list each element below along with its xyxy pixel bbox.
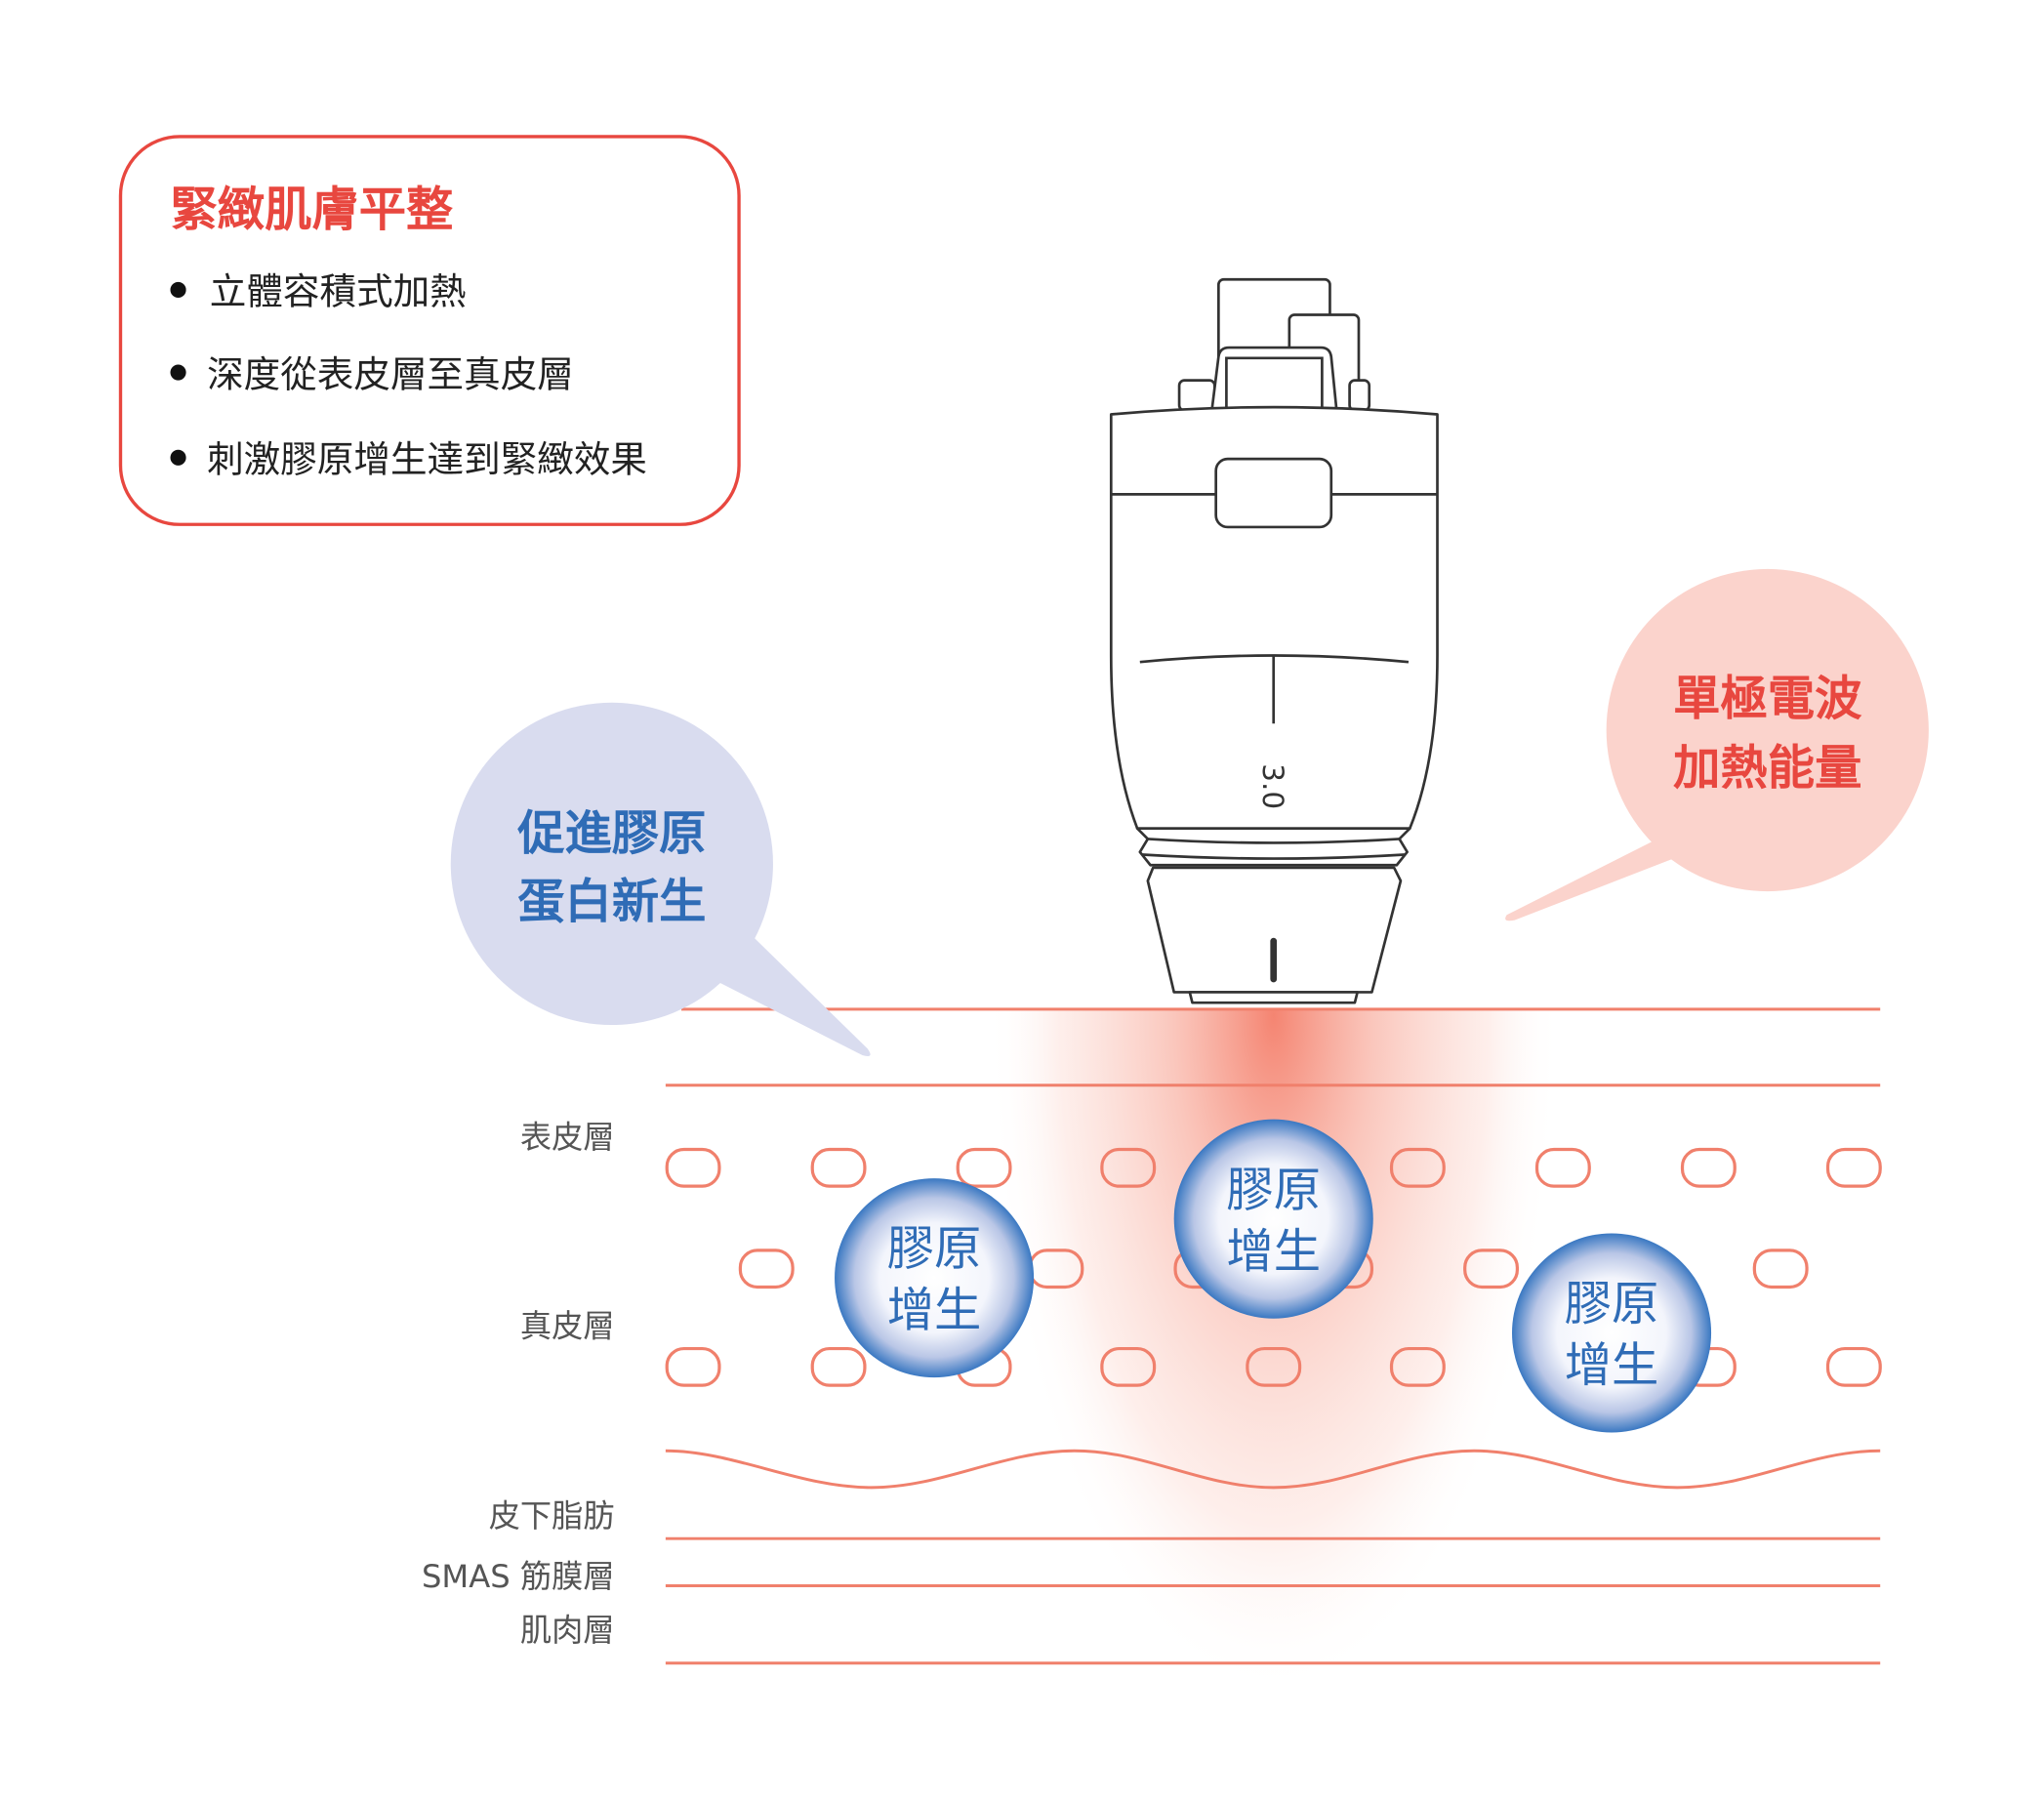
bullet-item: 刺激膠原增生達到緊緻效果 (207, 438, 647, 481)
skin-cell (1463, 1248, 1520, 1289)
collagen-bubble-line2: 增生 (1226, 1224, 1321, 1279)
label-epidermis: 表皮層 (520, 1119, 615, 1156)
skin-cell (1389, 1147, 1446, 1188)
skin-cell (1100, 1147, 1157, 1188)
bullet-item: 深度從表皮層至真皮層 (207, 352, 574, 395)
collagen-bubble-line2: 增生 (887, 1284, 982, 1338)
skin-layers (665, 1007, 1881, 1665)
collagen-bubble-line1: 膠原 (887, 1222, 982, 1277)
skin-cell (1100, 1346, 1157, 1387)
rf-handpiece-device: 3.0 (1109, 277, 1439, 1004)
collagen-bubble-line2: 增生 (1565, 1338, 1659, 1393)
skin-cell (665, 1147, 721, 1188)
skin-cell (810, 1147, 867, 1188)
collagen-bubble-line1: 膠原 (1565, 1277, 1659, 1331)
skin-cell (1825, 1147, 1882, 1188)
callout-collagen-line2: 蛋白新生 (517, 875, 706, 929)
collagen-bubble: 膠原 增生 (1173, 1119, 1373, 1319)
depth-label: 3.0 (1256, 763, 1289, 809)
bullet-dot (170, 449, 186, 466)
skin-cell (1534, 1147, 1591, 1188)
skin-cell (1752, 1248, 1809, 1289)
label-dermis: 真皮層 (520, 1307, 615, 1344)
callout-collagen-line1: 促進膠原 (516, 806, 706, 861)
label-subcutaneous-fat: 皮下脂肪 (489, 1497, 615, 1535)
skin-cell (1246, 1346, 1302, 1387)
fat-wave-line (665, 1449, 1881, 1490)
label-smas: SMAS 筋膜層 (422, 1558, 615, 1595)
skin-cell (1389, 1346, 1446, 1387)
skin-cell (810, 1346, 867, 1387)
collagen-bubble: 膠原 增生 (835, 1178, 1035, 1378)
label-muscle: 肌肉層 (520, 1612, 615, 1649)
skin-cell (1680, 1147, 1737, 1188)
callout-collagen: 促進膠原 蛋白新生 (450, 702, 871, 1056)
skin-cell (738, 1248, 795, 1289)
callout-energy-line2: 加熱能量 (1673, 741, 1861, 796)
info-box-title: 緊緻肌膚平整 (171, 183, 454, 237)
skin-cell (665, 1346, 721, 1387)
skin-cell (956, 1147, 1012, 1188)
info-box: 緊緻肌膚平整 立體容積式加熱 深度從表皮層至真皮層 刺激膠原增生達到緊緻效果 (118, 135, 741, 526)
collagen-bubble: 膠原 增生 (1512, 1233, 1712, 1433)
bullet-dot (170, 364, 186, 381)
bullet-item: 立體容積式加熱 (210, 270, 467, 313)
collagen-bubble-line1: 膠原 (1226, 1163, 1321, 1217)
callout-energy-line1: 單極電波 (1673, 672, 1862, 726)
skin-cell (1825, 1346, 1882, 1387)
callout-energy: 單極電波 加熱能量 (1505, 568, 1929, 921)
bullet-dot (170, 281, 186, 299)
